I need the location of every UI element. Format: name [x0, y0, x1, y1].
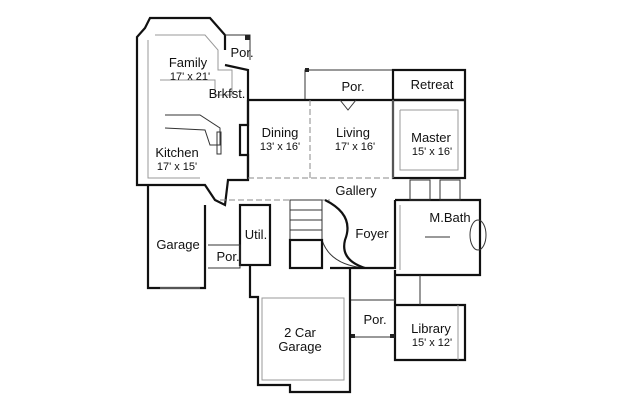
room-label-kitchen: Kitchen [155, 145, 198, 160]
utility-outline [238, 203, 272, 267]
room-label-family: Family [169, 55, 208, 70]
main-row [238, 68, 467, 180]
room-label-family-porch: Por. [230, 45, 253, 60]
room-label-front-porch: Por. [363, 312, 386, 327]
room-size-family: 17' x 21' [170, 71, 210, 83]
room-label-breakfast: Brkfst. [209, 86, 246, 101]
room-size-dining: 13' x 16' [260, 141, 300, 153]
room-label-garage: Garage [156, 237, 199, 252]
room-label-retreat: Retreat [411, 77, 454, 92]
room-label-utility: Util. [245, 227, 267, 242]
room-size-kitchen: 17' x 15' [157, 161, 197, 173]
library-outline [393, 270, 467, 362]
two-car-garage-outline [248, 265, 352, 394]
room-size-master: 15' x 16' [412, 146, 452, 158]
room-label-side-porch: Por. [216, 249, 239, 264]
family-kitchen-wing [135, 16, 250, 207]
gallery-foyer [220, 199, 397, 270]
room-label-foyer: Foyer [355, 226, 389, 241]
room-label-two-car-garage: 2 Car [284, 325, 316, 340]
room-label-two-car-garage-line2: Garage [278, 339, 321, 354]
room-label-master: Master [411, 130, 451, 145]
side-porch-outline [208, 244, 241, 269]
room-label-dining: Dining [262, 125, 299, 140]
room-size-library: 15' x 12' [412, 337, 452, 349]
master-bath [395, 179, 487, 277]
room-size-living: 17' x 16' [335, 141, 375, 153]
room-label-living: Living [336, 125, 370, 140]
room-label-master-bath: M.Bath [429, 210, 470, 225]
room-label-library: Library [411, 321, 451, 336]
room-label-rear-porch: Por. [341, 79, 364, 94]
room-label-gallery: Gallery [335, 183, 377, 198]
